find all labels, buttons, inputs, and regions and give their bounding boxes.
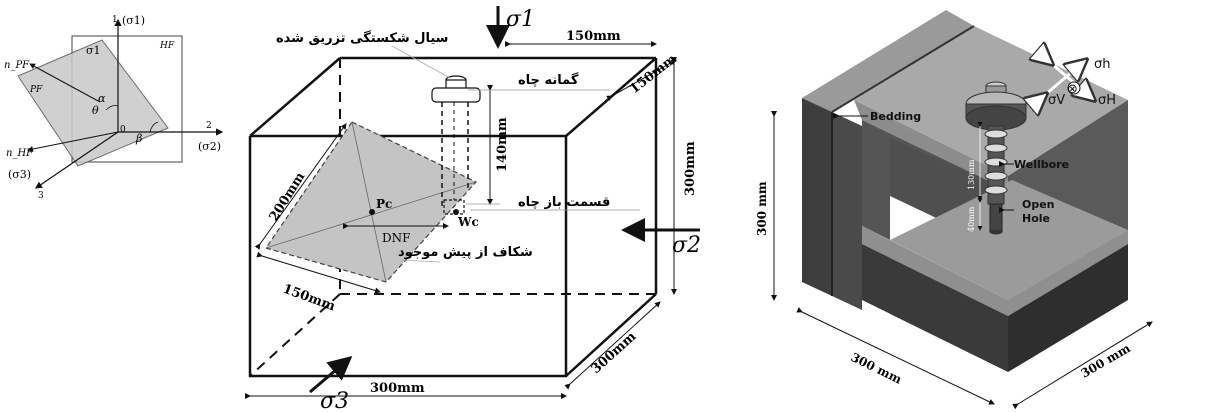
axis-3 bbox=[35, 131, 119, 189]
top-face-front-ledge bbox=[854, 100, 1008, 190]
sigma-v-otimes: ⊗ bbox=[1067, 82, 1078, 97]
beta-label: β bbox=[135, 132, 142, 145]
dim-depth-bottom-label: 300mm bbox=[589, 329, 640, 377]
axis-1-label: 1 bbox=[112, 15, 118, 25]
alpha-label: α bbox=[98, 92, 106, 105]
sigma3-arrow bbox=[309, 356, 353, 394]
dim-left-c-label: 300 mm bbox=[849, 350, 905, 387]
dim-depth-bottom-line bbox=[564, 301, 661, 390]
open-hole-section bbox=[443, 199, 465, 215]
dim-left-c-line bbox=[796, 307, 995, 405]
ring-4 bbox=[984, 171, 1008, 181]
bedding-label: Bedding bbox=[870, 110, 921, 123]
hf-label: HF bbox=[159, 41, 175, 51]
preexisting-leader bbox=[399, 259, 441, 263]
dim-40-label: 40mm bbox=[967, 206, 976, 232]
outer-left-face bbox=[802, 98, 832, 296]
fluid-leader bbox=[391, 45, 451, 79]
wc-label: Wc bbox=[457, 215, 479, 229]
panel-b-block-diagram: σ1 σ2 σ3 150mm 150mm 300mm 140mm 200mm 1… bbox=[245, 6, 701, 412]
ring-2 bbox=[984, 143, 1008, 153]
dim-top-label: 150mm bbox=[566, 29, 621, 44]
panel-c-specimen-rendering: ⊗ σh σV σH Bedding Wellbore Open Hole 13… bbox=[755, 10, 1153, 410]
sigma-v-label: σV bbox=[1048, 93, 1065, 108]
ring-5 bbox=[984, 185, 1008, 195]
n-hf-label: n_HF bbox=[6, 148, 34, 159]
dim-bottom-label: 300mm bbox=[370, 381, 425, 396]
dim-depth-150-line bbox=[606, 59, 677, 102]
sigma1-label: σ1 bbox=[506, 7, 535, 32]
open-hole bbox=[989, 203, 1003, 233]
dim-200-line bbox=[254, 123, 347, 250]
casing-label: گمانه چاه bbox=[518, 72, 579, 88]
dim-right-c-label: 300 mm bbox=[1079, 341, 1134, 381]
bedding-top-line bbox=[831, 25, 975, 113]
panel-a-orientation-diagram: 1 (σ1) σ1 HF PF n_PF n_HF α θ β 0 2 (σ2)… bbox=[4, 14, 224, 201]
box-top-right-edge bbox=[565, 57, 657, 137]
box-top-left-edge bbox=[249, 57, 341, 137]
sigma3-label: σ3 bbox=[320, 389, 349, 412]
sigma1-axis-label: (σ1) bbox=[122, 14, 145, 27]
left-strip-front-face bbox=[832, 112, 862, 310]
ring-3 bbox=[984, 157, 1008, 167]
hidden-depth-edge bbox=[249, 293, 341, 377]
wc-point bbox=[453, 209, 459, 215]
pf-plane bbox=[17, 39, 169, 167]
theta-label: θ bbox=[92, 104, 99, 117]
sigma-h-label: σh bbox=[1094, 57, 1110, 72]
ring-1 bbox=[984, 129, 1008, 139]
dim-height-label: 300mm bbox=[683, 141, 698, 196]
wellbore-label: Wellbore bbox=[1014, 158, 1069, 171]
preexisting-label: شکاف از پیش موجود bbox=[398, 245, 533, 260]
dim-130-label: 130mm bbox=[967, 159, 976, 190]
pf-label: PF bbox=[29, 85, 43, 95]
sigma1-vector-label: σ1 bbox=[86, 44, 101, 57]
sigma3-axis-label: (σ3) bbox=[8, 168, 31, 181]
sigma2-label: σ2 bbox=[672, 233, 701, 258]
dim-right-c-line bbox=[1012, 321, 1153, 410]
open-label-2: Hole bbox=[1022, 212, 1050, 225]
beta-arc bbox=[149, 121, 159, 133]
pc-label: Pc bbox=[376, 197, 392, 211]
inner-floor bbox=[890, 180, 1128, 300]
dim-height-c-label: 300 mm bbox=[755, 181, 769, 236]
wellhead-cap bbox=[431, 87, 481, 103]
notch-floor bbox=[862, 226, 1128, 316]
open-label-1: Open bbox=[1022, 198, 1055, 211]
n-pf-vector bbox=[29, 63, 101, 103]
openhole-label: قسمت باز چاه bbox=[518, 195, 610, 210]
sigma-H-label: σH bbox=[1098, 93, 1116, 108]
top-face-left-strip bbox=[802, 10, 974, 112]
pc-point bbox=[369, 209, 375, 215]
open-hole-bottom bbox=[990, 229, 1002, 235]
axis-3-label: 3 bbox=[38, 191, 44, 201]
fluid-label: سیال شکستگی تزریق شده bbox=[276, 30, 448, 46]
origin-label: 0 bbox=[120, 125, 126, 135]
dim-150-frac-label: 150mm bbox=[281, 282, 338, 315]
dim-140-label: 140mm bbox=[495, 117, 510, 172]
n-hf-vector bbox=[27, 131, 119, 152]
sigma2-axis-label: (σ2) bbox=[198, 140, 221, 153]
axis-2-label: 2 bbox=[206, 121, 212, 131]
dim-150-frac-line bbox=[256, 251, 381, 294]
dnf-label: DNF bbox=[382, 231, 410, 245]
n-pf-label: n_PF bbox=[4, 60, 30, 71]
sigma-v-symbol bbox=[1067, 81, 1081, 95]
alpha-arc bbox=[105, 105, 119, 111]
